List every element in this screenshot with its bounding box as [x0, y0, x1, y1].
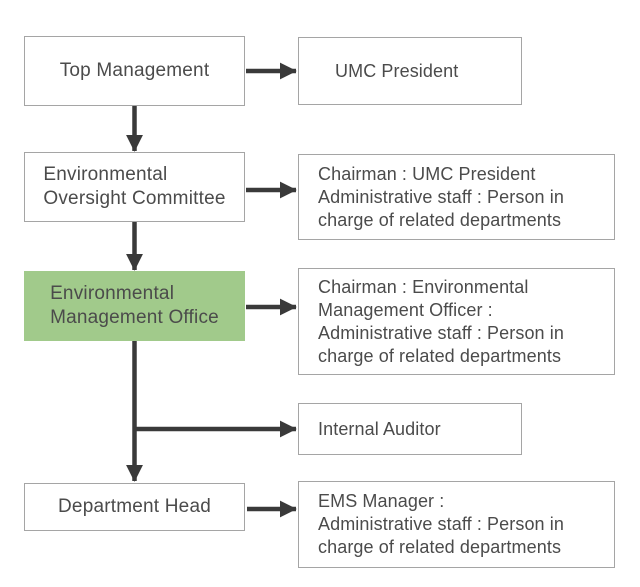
node-label: Chairman : Environmental Management Offi… — [299, 276, 568, 368]
node-label: UMC President — [299, 60, 462, 83]
node-label: Environmental Oversight Committee — [43, 163, 225, 211]
node-label-line: Internal Auditor — [318, 418, 441, 439]
node-label-line: Administrative staff : Person in — [318, 322, 564, 343]
node-environmental-oversight-committee: Environmental Oversight Committee — [24, 152, 245, 222]
node-label-line: Oversight Committee — [43, 188, 226, 209]
node-label: Internal Auditor — [299, 418, 445, 441]
node-label-line: Chairman : UMC President — [318, 163, 536, 184]
node-label-line: Environmental — [50, 283, 175, 304]
node-label-line: charge of related departments — [318, 345, 562, 366]
node-emo-members: Chairman : Environmental Management Offi… — [298, 268, 615, 375]
node-label-line: EMS Manager : — [318, 491, 445, 511]
node-label: Top Management — [60, 59, 210, 83]
node-label-line: Chairman : Environmental — [318, 276, 529, 297]
node-label-line: Administrative staff : Person in — [318, 186, 564, 207]
node-label: Environmental Management Office — [50, 282, 219, 330]
node-eoc-members: Chairman : UMC President Administrative … — [298, 154, 615, 240]
node-umc-president: UMC President — [298, 37, 522, 105]
node-label-line: charge of related departments — [318, 537, 562, 557]
node-label-line: Management Officer : — [318, 299, 493, 320]
node-department-head: Department Head — [24, 483, 245, 531]
node-internal-auditor: Internal Auditor — [298, 403, 522, 455]
node-environmental-management-office: Environmental Management Office — [24, 271, 245, 341]
node-label-line: Top Management — [59, 60, 210, 81]
node-dept-head-members: EMS Manager : Administrative staff : Per… — [298, 481, 615, 568]
node-label-line: UMC President — [335, 60, 459, 81]
node-label-line: Department Head — [58, 496, 211, 517]
node-label-line: charge of related departments — [318, 209, 562, 230]
node-label: Chairman : UMC President Administrative … — [299, 163, 568, 232]
node-top-management: Top Management — [24, 36, 245, 106]
node-label-line: Management Office — [50, 307, 219, 328]
node-label: Department Head — [58, 495, 211, 519]
node-label: EMS Manager : Administrative staff : Per… — [299, 490, 568, 559]
node-label-line: Administrative staff : Person in — [318, 514, 564, 534]
node-label-line: Environmental — [43, 164, 168, 185]
